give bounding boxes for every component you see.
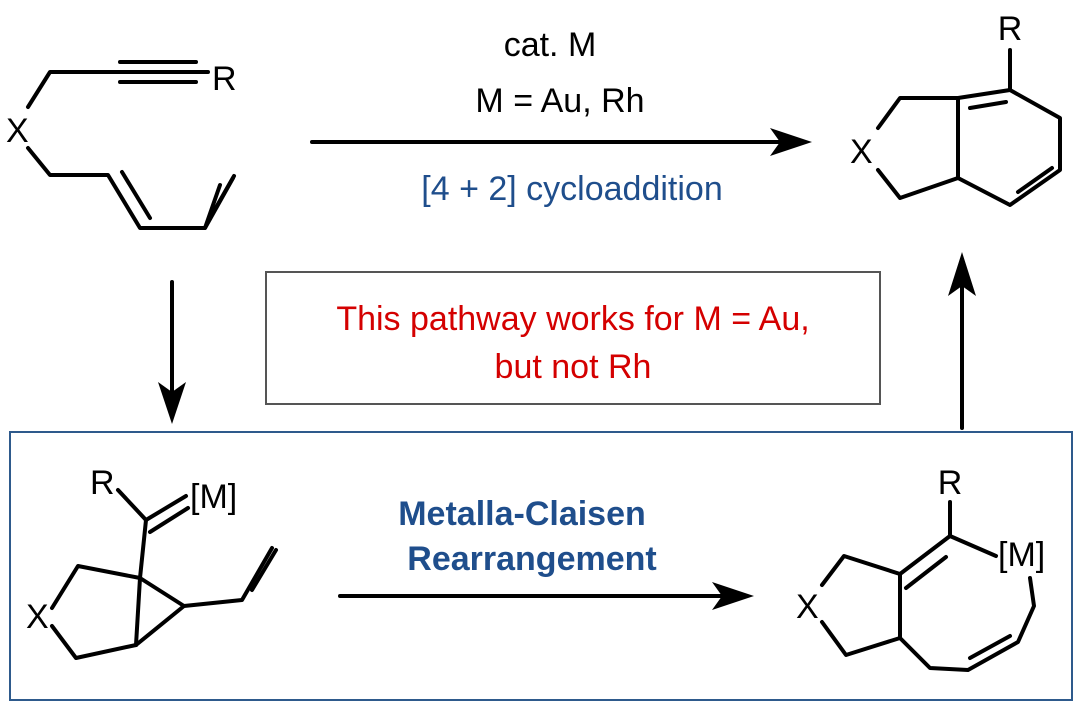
- reaction-type-label: [4 + 2] cycloaddition: [421, 170, 722, 208]
- down-arrow: [158, 280, 186, 424]
- rearrangement-label-line-2: Rearrangement: [407, 540, 656, 578]
- rearrangement-label-line-1: Metalla-Claisen: [398, 495, 646, 533]
- intermediate-box: [9, 431, 1073, 701]
- product-r-label: R: [998, 10, 1023, 48]
- sm-x-label: X: [6, 112, 29, 150]
- condition-catalyst: cat. M: [504, 26, 597, 64]
- carbene-r-label: R: [90, 464, 115, 502]
- top-arrow: [310, 128, 812, 156]
- up-arrow: [948, 252, 976, 430]
- note-line-2: but not Rh: [495, 348, 652, 386]
- sm-r-label: R: [212, 60, 237, 98]
- starting-material: R X: [6, 60, 237, 230]
- metallacycle-intermediate: R [M] X: [796, 464, 1045, 672]
- carbene-x-label: X: [26, 598, 49, 636]
- product-x-label: X: [850, 133, 873, 171]
- note-line-1: This pathway works for M = Au,: [336, 300, 809, 338]
- carbene-m-label: [M]: [190, 478, 237, 516]
- condition-metal: M = Au, Rh: [475, 82, 644, 120]
- note-box: [265, 271, 881, 405]
- product: R X: [850, 10, 1062, 207]
- metallacycle-x-label: X: [796, 588, 819, 626]
- metallacycle-m-label: [M]: [998, 536, 1045, 574]
- metallacycle-r-label: R: [938, 464, 963, 502]
- carbene-intermediate: R [M] X: [26, 464, 278, 660]
- bottom-arrow: [338, 582, 754, 610]
